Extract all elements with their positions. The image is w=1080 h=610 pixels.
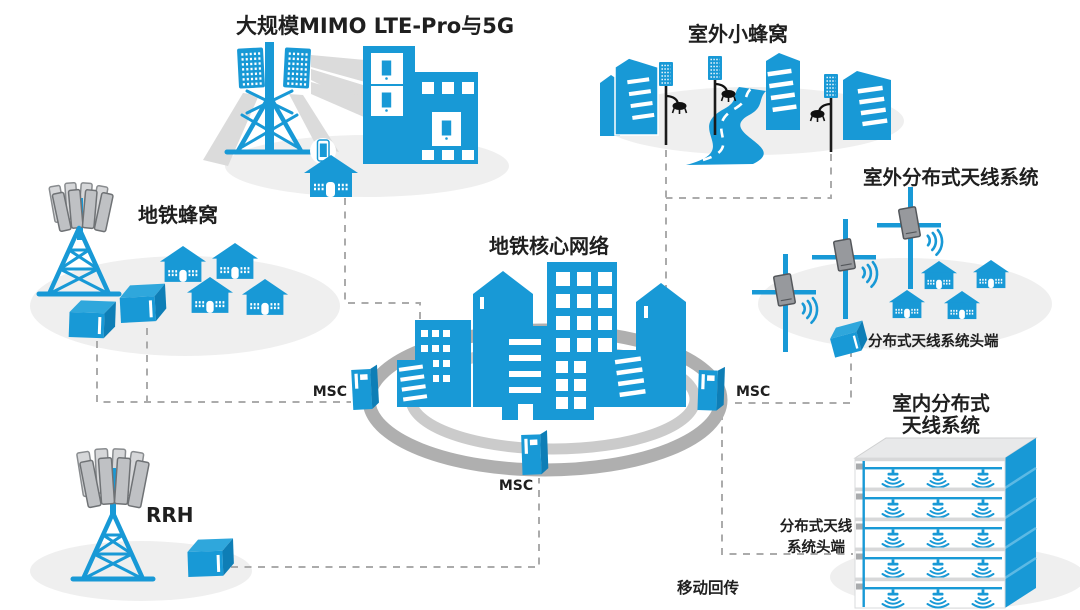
indoor-building-floors: [854, 457, 1006, 609]
house-icon: [158, 244, 208, 284]
title-core-network: 地铁核心网络: [489, 234, 609, 258]
title-rrh: RRH: [146, 503, 194, 527]
section-rrh: [73, 448, 235, 579]
metro-antenna-array-icon: [48, 182, 114, 240]
msc-cabinet-icon: [521, 430, 549, 475]
indoor-building-roof: [853, 437, 1038, 459]
signal-waves-icon: [920, 225, 950, 257]
msc-cabinet-icon: [697, 366, 725, 411]
phone-icon: [379, 88, 394, 114]
connector-metro-shelter1-to-msc: [96, 341, 351, 403]
connector-outdoor-das-headend-to-msc: [735, 352, 852, 404]
mimo-target-building: [363, 46, 478, 164]
mimo-antenna-panel-icon: [281, 46, 313, 90]
rrh-array-icon: [76, 448, 150, 516]
labels: 大规模MIMO LTE-Pro与5G 室外小蜂窝 室外分布式天线系统 地铁蜂窝 …: [138, 14, 1039, 597]
equipment-shelter-icon: [68, 299, 116, 339]
label-msc-bottom: MSC: [499, 478, 533, 494]
label-indoor-das-headend-line1: 分布式天线: [780, 517, 853, 535]
phone-icon: [379, 56, 394, 82]
city-building-bars-center: [502, 326, 548, 420]
floor: [854, 517, 1006, 549]
floor: [854, 457, 1006, 489]
label-indoor-das-headend-line2: 系统头端: [787, 538, 845, 556]
das-pole-icon: [752, 254, 825, 352]
msc-cabinet-icon: [351, 364, 380, 410]
smallcell-pole-icon: [658, 61, 688, 145]
phone-icon: [439, 116, 454, 142]
title-metro-cell: 地铁蜂窝: [138, 203, 218, 227]
label-outdoor-das-headend: 分布式天线系统头端: [868, 332, 999, 350]
core-city-buildings: [397, 262, 686, 420]
floor: [854, 577, 1006, 609]
connector-mimo-to-core: [344, 198, 421, 344]
label-msc-right: MSC: [736, 384, 770, 400]
title-outdoor-small-cell: 室外小蜂窝: [688, 22, 788, 46]
title-indoor-das-line1: 室内分布式: [892, 392, 990, 415]
city-building-squares: [548, 352, 594, 420]
house-icon: [210, 241, 260, 281]
smallcell-pole-icon: [707, 55, 737, 135]
connector-smallcell-pole-branch: [666, 154, 832, 199]
section-outdoor-das: [752, 187, 1010, 358]
section-indoor-das: [853, 437, 1038, 609]
das-pole-icon: [877, 187, 950, 289]
city-building-louver-right: [612, 350, 668, 407]
label-msc-left: MSC: [313, 384, 347, 400]
smallcell-buildings: [600, 53, 891, 140]
section-massive-mimo: [203, 42, 478, 197]
floor: [854, 487, 1006, 519]
label-mobile-backhaul: 移动回传: [677, 578, 740, 597]
section-outdoor-small-cell: [600, 53, 891, 165]
das-antenna-icon: [897, 205, 922, 240]
connector-rrh-to-msc: [231, 478, 540, 568]
city-building-louver-left: [397, 360, 433, 407]
section-metro-cell: [39, 182, 290, 339]
winding-road: [686, 87, 766, 165]
title-indoor-das-line2: 天线系统: [902, 414, 981, 437]
title-outdoor-das: 室外分布式天线系统: [863, 166, 1039, 189]
riser-line: [862, 461, 865, 607]
backhaul-connectors: [96, 150, 853, 568]
smallcell-pole-icon: [809, 73, 839, 152]
indoor-building-side: [1004, 438, 1037, 608]
mimo-antenna-panel-icon: [235, 46, 267, 90]
mimo-tower-icon: [224, 42, 315, 155]
title-massive-mimo: 大规模MIMO LTE-Pro与5G: [236, 14, 514, 38]
das-pole-icon: [812, 219, 885, 319]
connector-msc-to-indoor-das: [721, 413, 853, 555]
floor: [854, 547, 1006, 579]
mimo-house-icon: [304, 155, 358, 197]
